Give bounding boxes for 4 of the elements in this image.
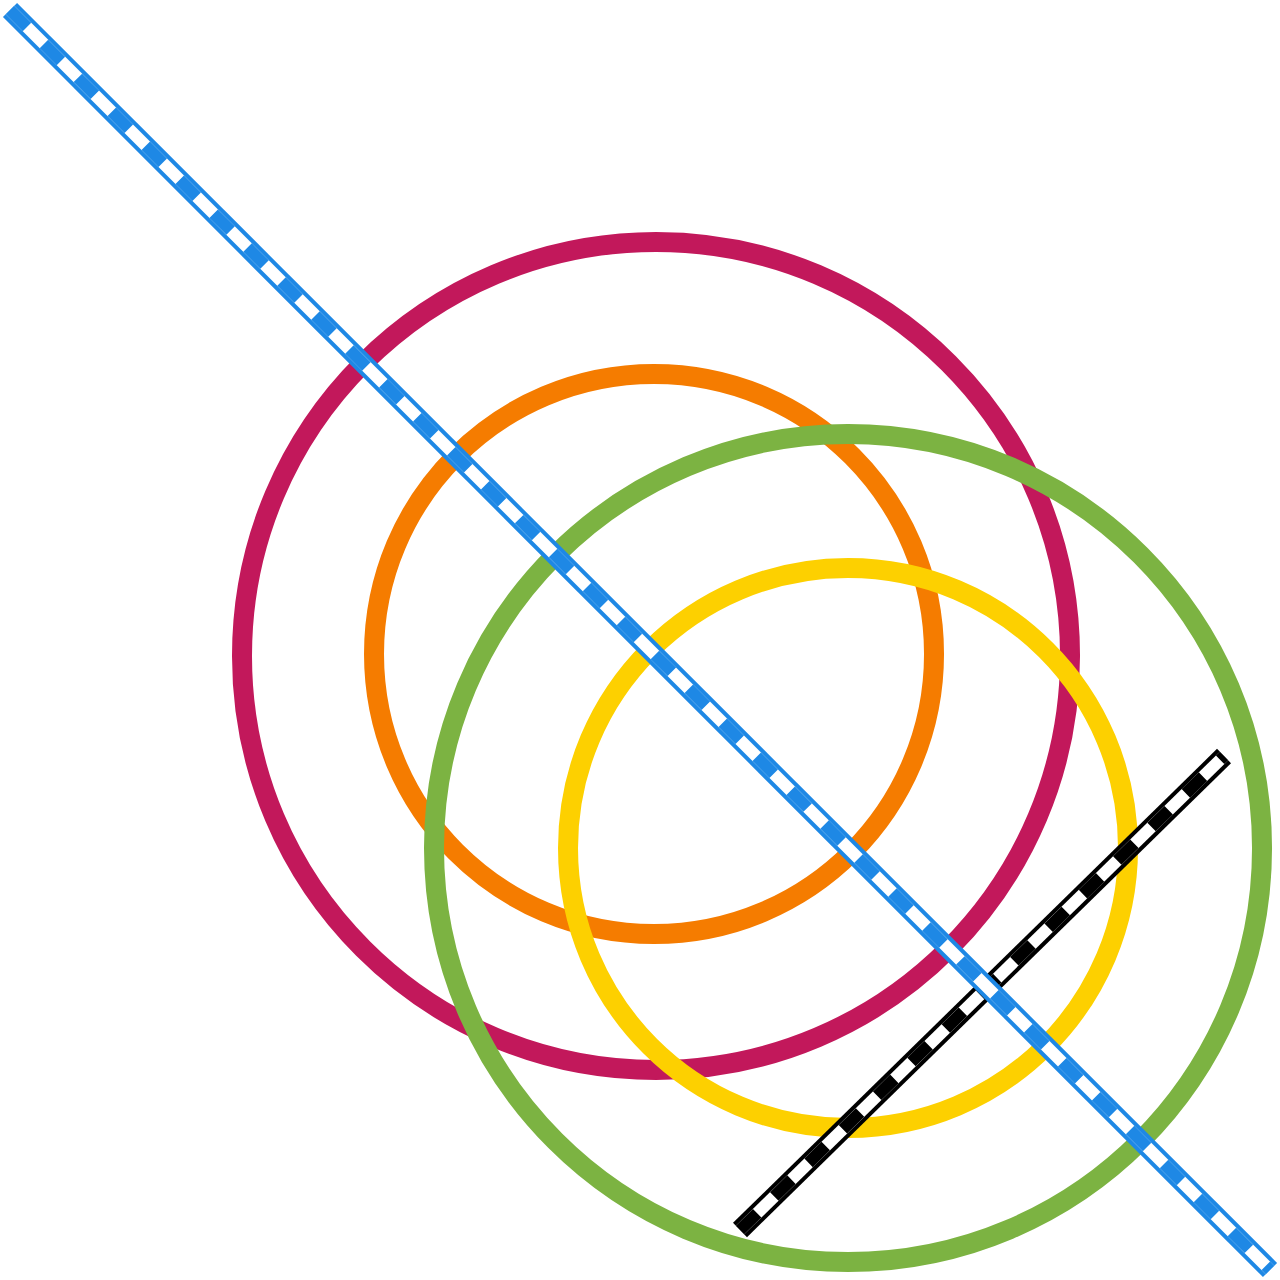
ring <box>364 364 944 944</box>
ring <box>558 558 1139 1138</box>
ring <box>424 424 1273 1272</box>
ring <box>232 232 1080 1080</box>
